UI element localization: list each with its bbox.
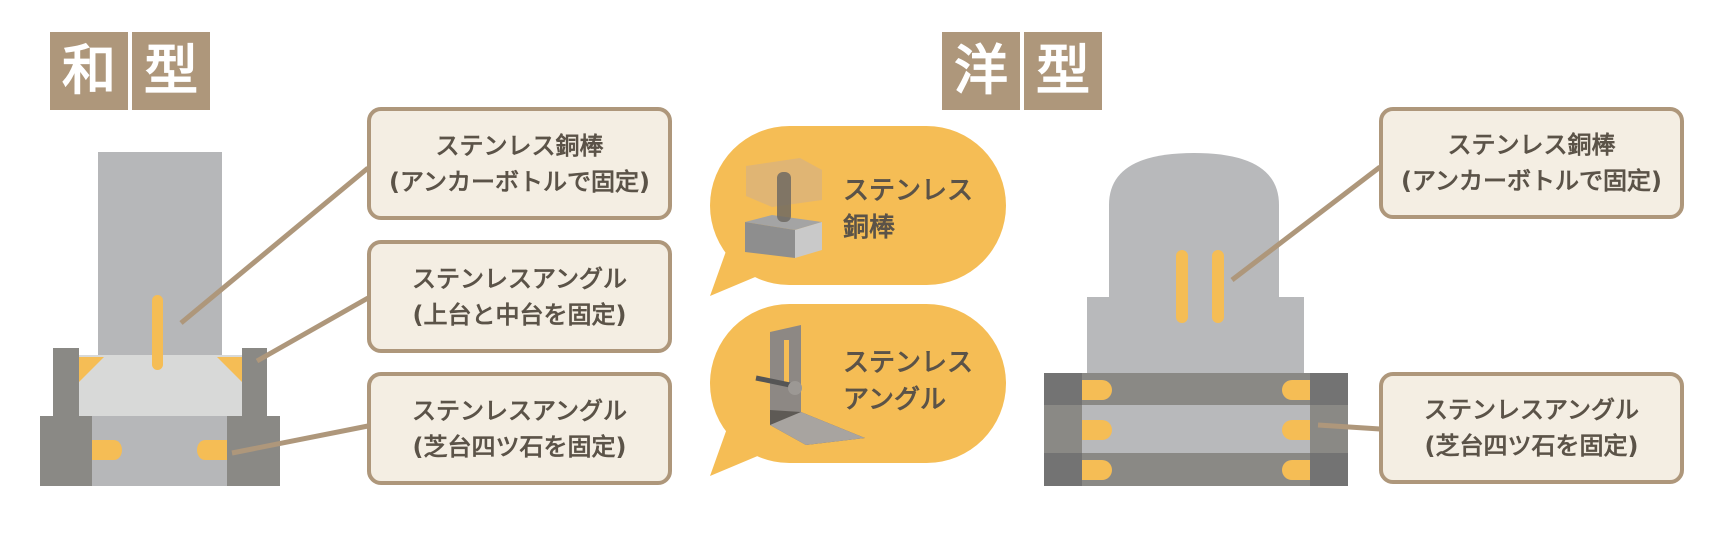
label-angle-upper: ステンレスアングル (上台と中台を固定) xyxy=(367,240,672,353)
angle-bracket-icon xyxy=(755,325,865,445)
western-monument xyxy=(1044,153,1348,486)
label-line: ステンレス銅棒 xyxy=(1447,131,1616,159)
title-you-tile: 洋 xyxy=(942,32,1020,110)
label-angle-base-western: ステンレスアングル (芝台四ツ石を固定) xyxy=(1379,372,1684,484)
label-angle-base-japanese: ステンレスアングル (芝台四ツ石を固定) xyxy=(367,372,672,485)
label-rod-western: ステンレス銅棒 (アンカーボトルで固定) xyxy=(1379,107,1684,219)
leader-lines-left xyxy=(179,166,370,456)
label-line: (アンカーボトルで固定) xyxy=(1401,167,1662,195)
leader-lines-right xyxy=(1230,165,1382,432)
japanese-monument xyxy=(40,152,280,486)
label-line: (芝台四ツ石を固定) xyxy=(412,432,627,461)
title-wa-tile: 和 xyxy=(50,32,128,110)
bubble-line: ステンレス xyxy=(843,176,974,206)
label-line: (アンカーボトルで固定) xyxy=(389,167,650,196)
label-line: (芝台四ツ石を固定) xyxy=(1424,432,1639,460)
bubble-rod-text: ステンレス 銅棒 xyxy=(843,173,973,247)
bubble-line: アングル xyxy=(843,385,946,415)
label-line: ステンレスアングル xyxy=(411,264,628,293)
angle-corner-left xyxy=(79,357,104,382)
label-line: ステンレス銅棒 xyxy=(435,131,604,160)
label-rod-japanese: ステンレス銅棒 (アンカーボトルで固定) xyxy=(367,107,672,220)
title-kata-tile-western: 型 xyxy=(1024,32,1102,110)
anchor-rod-icon xyxy=(745,158,822,258)
title-kata-tile: 型 xyxy=(132,32,210,110)
label-line: ステンレスアングル xyxy=(411,396,628,425)
bubble-line: ステンレス xyxy=(843,348,974,378)
angle-corner-right xyxy=(217,357,242,382)
label-line: ステンレスアングル xyxy=(1423,396,1640,424)
label-line: (上台と中台を固定) xyxy=(412,300,627,329)
bubble-angle-text: ステンレス アングル xyxy=(843,345,973,419)
bubble-line: 銅棒 xyxy=(843,213,896,243)
anchor-rod xyxy=(152,295,163,370)
